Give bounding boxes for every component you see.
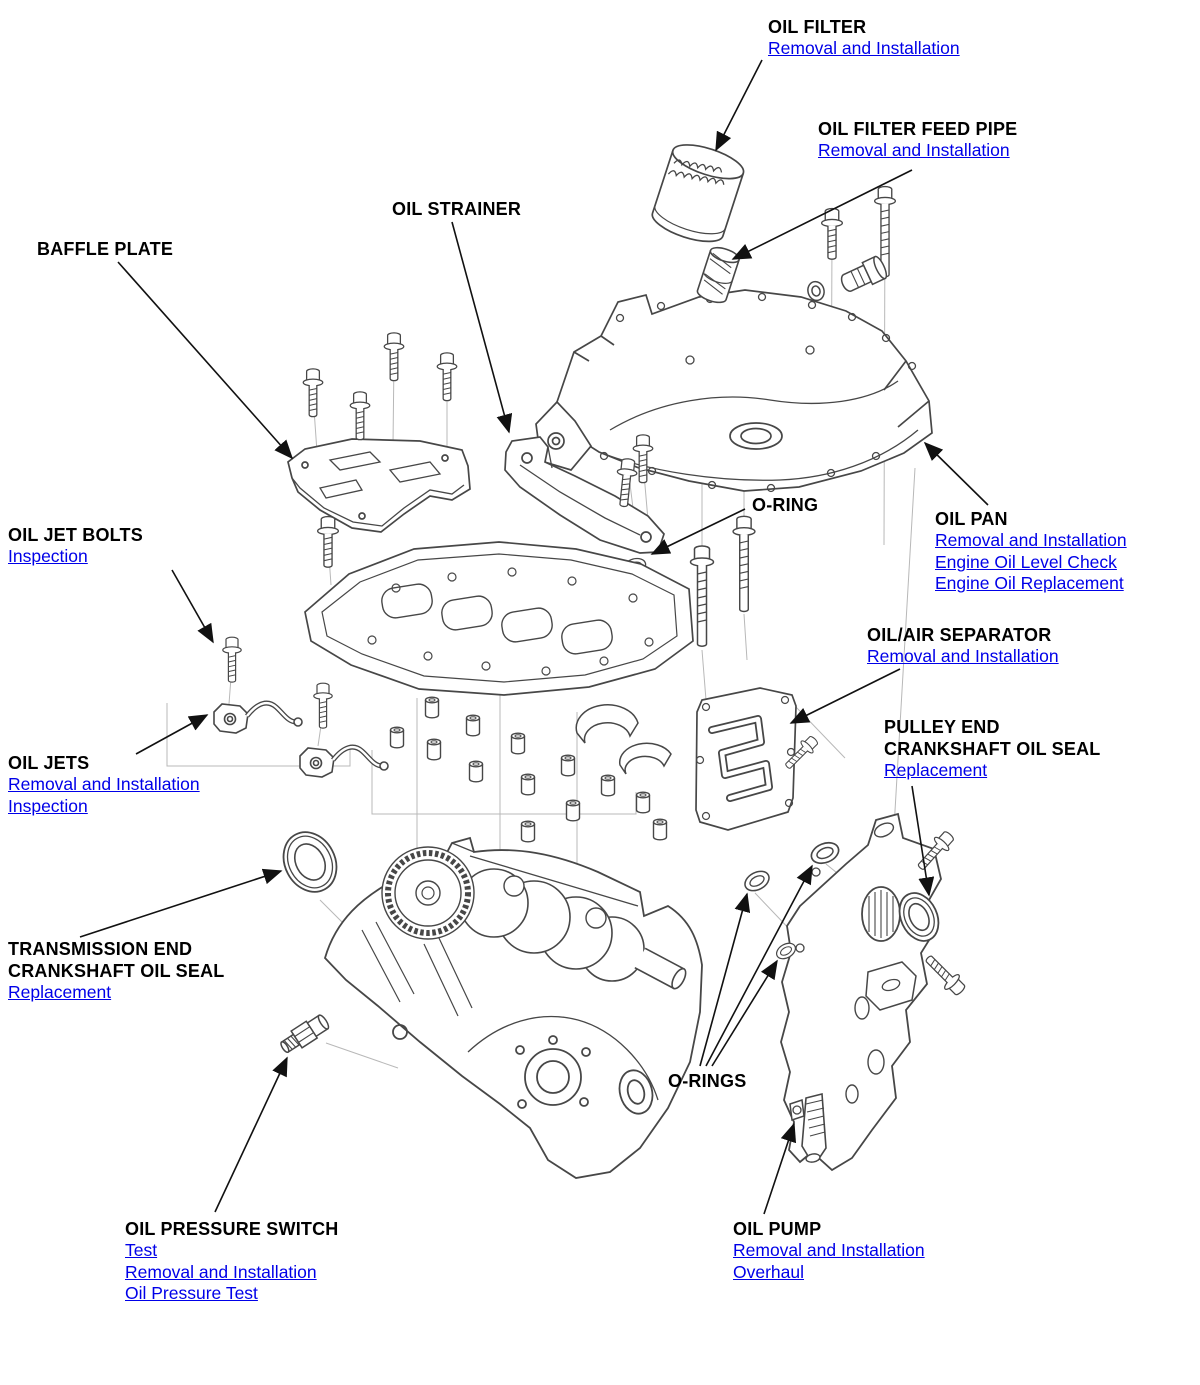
- pulley-end-crankshaft-oil-seal-link-replacement[interactable]: Replacement: [884, 760, 988, 780]
- leader-arrows: [79, 59, 989, 1215]
- o-rings-arrow-1: [699, 892, 751, 1067]
- o-ring-1-drawing: [740, 866, 774, 896]
- oil-pan-arrow: [923, 441, 989, 506]
- oil-filter-feed-pipe-label: OIL FILTER FEED PIPE Removal and Install…: [818, 118, 1017, 162]
- drain-bolt-drawing: [840, 255, 888, 292]
- oil-filter-label: OIL FILTER Removal and Installation: [768, 16, 960, 60]
- pulley-end-crankshaft-oil-seal-label: PULLEY END CRANKSHAFT OIL SEAL Replaceme…: [884, 716, 1100, 782]
- oil-filter-drawing: [651, 144, 745, 243]
- oil-pressure-switch-link-removal-and-installation[interactable]: Removal and Installation: [125, 1261, 317, 1282]
- o-ring-2-drawing: [807, 838, 843, 868]
- o-ring-arrow: [650, 508, 746, 555]
- oil-filter-feed-pipe-link-removal-and-installation[interactable]: Removal and Installation: [818, 140, 1010, 160]
- o-ring-label: O-RING: [752, 494, 818, 516]
- o-rings-label: O-RINGS: [668, 1070, 746, 1092]
- oil-pressure-switch-link-oil-pressure-test[interactable]: Oil Pressure Test: [125, 1283, 258, 1303]
- oil-air-separator-label: OIL/AIR SEPARATOR Removal and Installati…: [867, 624, 1059, 668]
- oil-jets-link-removal-and-installation[interactable]: Removal and Installation: [8, 774, 200, 794]
- baffle-plate-title: BAFFLE PLATE: [37, 239, 174, 259]
- oil-jet-bolts-title: OIL JET BOLTS: [8, 525, 143, 545]
- oil-pan-link-removal-and-installation[interactable]: Removal and Installation: [935, 530, 1127, 550]
- transmission-end-crankshaft-oil-seal-label: TRANSMISSION END CRANKSHAFT OIL SEAL Rep…: [8, 938, 224, 1004]
- oil-strainer-arrow: [451, 221, 513, 434]
- o-rings-title: O-RINGS: [668, 1071, 747, 1091]
- oil-jet-bolts-label: OIL JET BOLTS Inspection: [8, 524, 143, 568]
- bearing-shells-drawing: [575, 704, 672, 775]
- oil-air-separator-title: OIL/AIR SEPARATOR: [867, 625, 1052, 645]
- pulley-end-seal-arrow: [911, 785, 935, 897]
- baffle-plate-drawing: [287, 438, 471, 533]
- pulley-end-oil-seal-drawing: [898, 892, 940, 942]
- oil-pan-link-engine-oil-level-check[interactable]: Engine Oil Level Check: [935, 551, 1117, 572]
- oil-pressure-switch-title: OIL PRESSURE SWITCH: [125, 1219, 339, 1239]
- o-rings-arrow-3: [711, 959, 778, 1067]
- oil-filter-feed-pipe-title: OIL FILTER FEED PIPE: [818, 119, 1018, 139]
- bolts-drawing: [222, 185, 970, 1000]
- transmission-end-oil-seal-drawing: [282, 831, 338, 893]
- oil-pump-label: OIL PUMP Removal and Installation Overha…: [733, 1218, 925, 1283]
- oil-jets-link-inspection[interactable]: Inspection: [8, 795, 88, 816]
- oil-pan-drawing: [535, 289, 933, 493]
- oil-jets-drawing: [213, 700, 389, 778]
- pulley-end-crankshaft-oil-seal-title: PULLEY END CRANKSHAFT OIL SEAL: [884, 717, 1101, 759]
- oil-strainer-label: OIL STRAINER: [392, 198, 521, 220]
- oil-air-separator-arrow: [789, 668, 901, 724]
- oil-pan-title: OIL PAN: [935, 509, 1008, 529]
- oil-filter-feed-pipe-drawing: [696, 246, 740, 304]
- oil-filter-arrow: [715, 59, 763, 152]
- ladder-frame-drawing: [304, 541, 694, 696]
- transmission-end-crankshaft-oil-seal-title: TRANSMISSION END CRANKSHAFT OIL SEAL: [8, 939, 225, 981]
- oil-filter-link-removal-and-installation[interactable]: Removal and Installation: [768, 38, 960, 58]
- sealing-washer-drawing: [807, 280, 825, 302]
- oil-pressure-switch-drawing: [280, 1014, 330, 1054]
- oil-pump-link-removal-and-installation[interactable]: Removal and Installation: [733, 1240, 925, 1260]
- oil-pump-arrow: [763, 1122, 797, 1215]
- oil-air-separator-drawing: [695, 687, 797, 831]
- o-ring-title: O-RING: [752, 495, 819, 515]
- oil-jets-title: OIL JETS: [8, 753, 90, 773]
- oil-jets-arrow: [135, 714, 209, 755]
- oil-air-separator-link-removal-and-installation[interactable]: Removal and Installation: [867, 646, 1059, 666]
- baffle-plate-label: BAFFLE PLATE: [37, 238, 173, 260]
- oil-filter-title: OIL FILTER: [768, 17, 867, 37]
- crankshaft-drawing: [381, 846, 687, 990]
- oil-jet-bolts-link-inspection[interactable]: Inspection: [8, 546, 88, 566]
- oil-pan-link-engine-oil-replacement[interactable]: Engine Oil Replacement: [935, 573, 1124, 593]
- oil-strainer-drawing: [504, 436, 665, 554]
- oil-strainer-title: OIL STRAINER: [392, 199, 522, 219]
- oil-pump-title: OIL PUMP: [733, 1219, 822, 1239]
- oil-jets-label: OIL JETS Removal and Installation Inspec…: [8, 752, 200, 817]
- oil-pump-link-overhaul[interactable]: Overhaul: [733, 1261, 805, 1282]
- transmission-end-seal-arrow: [79, 868, 283, 938]
- oil-pressure-switch-link-test[interactable]: Test: [125, 1240, 158, 1260]
- transmission-end-crankshaft-oil-seal-link-replacement[interactable]: Replacement: [8, 982, 112, 1002]
- oil-pressure-switch-arrow: [214, 1056, 288, 1213]
- baffle-plate-arrow: [117, 261, 294, 460]
- oil-pan-label: OIL PAN Removal and Installation Engine …: [935, 508, 1127, 595]
- oil-pressure-switch-label: OIL PRESSURE SWITCH Test Removal and Ins…: [125, 1218, 339, 1305]
- oil-filter-feed-pipe-arrow: [731, 169, 913, 260]
- oil-jet-bolts-arrow: [171, 569, 214, 644]
- oil-pump-drawing: [780, 812, 942, 1172]
- o-rings-arrow-2: [705, 864, 813, 1067]
